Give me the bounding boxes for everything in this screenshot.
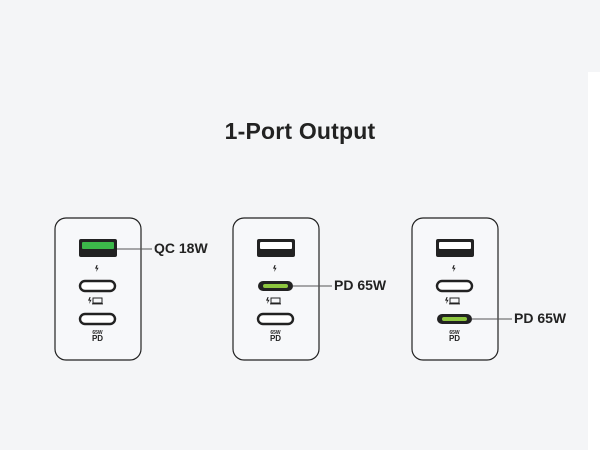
usb-c1-port-active bbox=[263, 284, 288, 288]
charger-2: 65W PD bbox=[232, 217, 332, 361]
watt-badge: 65W bbox=[270, 330, 281, 336]
page-edge-strip bbox=[588, 72, 600, 450]
callout-label-2: PD 65W bbox=[334, 277, 387, 293]
laptop-charge-icon bbox=[88, 297, 103, 305]
protocol-badge: PD bbox=[92, 334, 103, 343]
charger-3: 65W PD bbox=[411, 217, 512, 361]
usb-c2-port bbox=[256, 312, 295, 326]
laptop-charge-icon bbox=[445, 297, 460, 305]
usb-a-tongue bbox=[260, 242, 292, 249]
callout-label-3: PD 65W bbox=[514, 310, 567, 326]
usb-c2-port-active bbox=[442, 317, 467, 321]
page-title: 1-Port Output bbox=[224, 118, 376, 144]
usb-a-port-active bbox=[82, 242, 114, 249]
protocol-badge: PD bbox=[449, 334, 460, 343]
laptop-charge-icon bbox=[266, 297, 281, 305]
callout-label-1: QC 18W bbox=[154, 240, 208, 256]
usb-c2-port bbox=[78, 312, 117, 326]
watt-badge: 65W bbox=[92, 330, 103, 336]
usb-c1-port bbox=[435, 279, 474, 293]
usb-c1-port bbox=[78, 279, 117, 293]
watt-badge: 65W bbox=[449, 330, 460, 336]
usb-a-tongue bbox=[439, 242, 471, 249]
protocol-badge: PD bbox=[270, 334, 281, 343]
charger-1: 65W PD bbox=[54, 217, 152, 361]
